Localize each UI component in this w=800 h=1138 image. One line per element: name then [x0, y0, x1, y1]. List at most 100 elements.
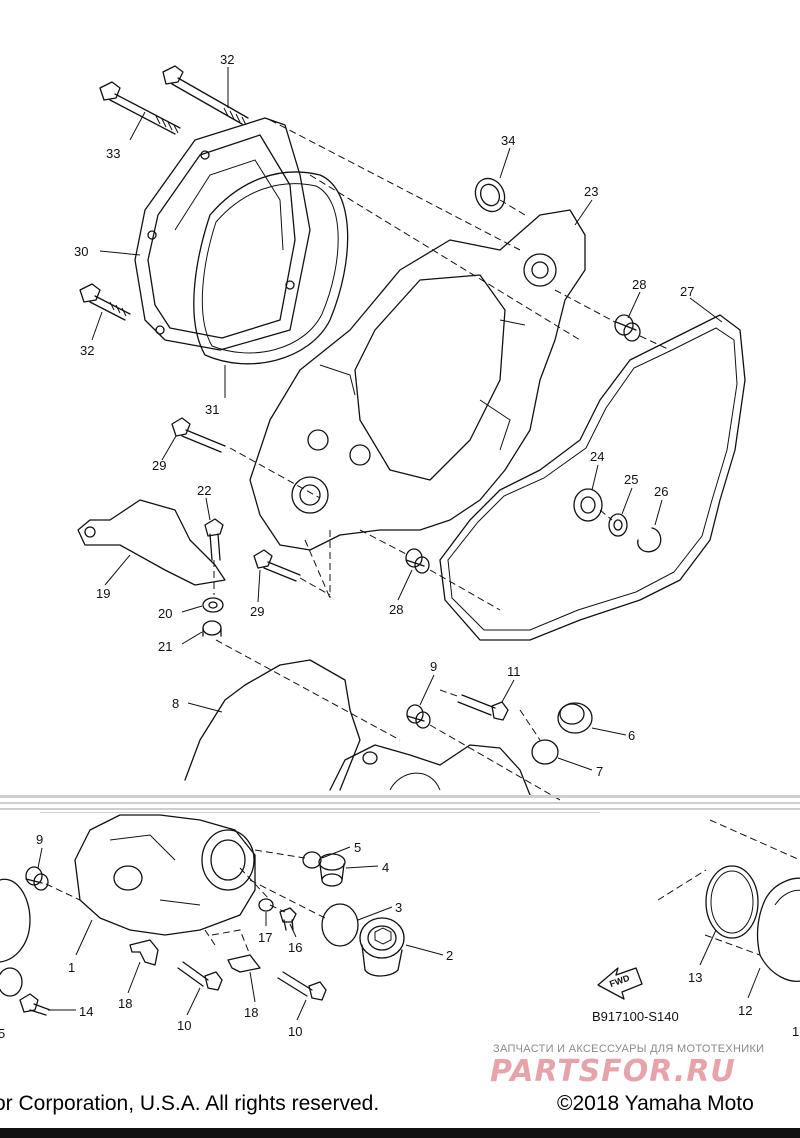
- watermark-logo: PARTSFOR.RU: [490, 1054, 736, 1089]
- circlip-26: [637, 527, 662, 553]
- callout-label: 2: [446, 948, 453, 963]
- o-ring-5: [302, 851, 322, 869]
- guard-19: [77, 499, 226, 586]
- callout-label: 25: [624, 472, 638, 487]
- callout-labels: 32 33 30 32 31 34 23 28 27 29 22 19 20 2…: [0, 52, 799, 1041]
- gasket-27-inner: [447, 327, 738, 631]
- collar-21: [202, 620, 222, 637]
- copyright-left: or Corporation, U.S.A. All rights reserv…: [0, 1092, 380, 1115]
- callout-label: 16: [288, 940, 302, 955]
- bolt-29-upper: [171, 417, 226, 453]
- callout-label: 10: [288, 1024, 302, 1039]
- cap-6: [557, 702, 593, 734]
- callout-label: 14: [79, 1004, 93, 1019]
- bolt-14: [19, 993, 51, 1016]
- o-ring-7: [531, 739, 559, 765]
- callout-label: 5: [0, 1026, 5, 1041]
- bolt-10-right: [277, 971, 327, 1001]
- copyright-right: ©2018 Yamaha Moto: [557, 1092, 754, 1115]
- leader-lines: [37, 67, 761, 1021]
- gasket-31-inner: [201, 183, 339, 354]
- gasket-8: [184, 659, 361, 791]
- callout-label: 29: [152, 458, 166, 473]
- callout-label: 3: [395, 900, 402, 915]
- bolt-29-lower: [253, 549, 301, 582]
- scan-noise-band: [0, 795, 800, 813]
- callout-label: 1: [68, 960, 75, 975]
- dowel-28-upper: [614, 314, 641, 342]
- callout-label: 8: [172, 696, 179, 711]
- callout-label: 12: [738, 1003, 752, 1018]
- callout-label: 18: [118, 996, 132, 1011]
- diagram-code: B917100-S140: [592, 1009, 679, 1024]
- reference-lines-top: [213, 119, 671, 801]
- crankcase-cover-1: [74, 814, 256, 936]
- callout-label: 20: [158, 606, 172, 621]
- crankcase-cover-23: [249, 209, 586, 551]
- bolt-16: [279, 907, 297, 931]
- callout-label: 30: [74, 244, 88, 259]
- cover-12: [756, 877, 800, 982]
- dowel-28-lower: [405, 548, 430, 574]
- washer-17: [258, 898, 274, 912]
- reference-lines-bottom: [45, 819, 800, 956]
- gasket-partial-left: [0, 967, 23, 997]
- callout-label: 33: [106, 146, 120, 161]
- callout-label: 19: [96, 586, 110, 601]
- callout-label: 28: [632, 277, 646, 292]
- bolt-33: [99, 81, 181, 135]
- callout-label: 31: [205, 402, 219, 417]
- guard-19-hole: [84, 526, 96, 538]
- callout-label: 26: [654, 484, 668, 499]
- callout-label: 34: [501, 133, 515, 148]
- o-ring-13: [705, 865, 759, 939]
- callout-label: 5: [354, 840, 361, 855]
- bolt-10-left: [177, 961, 223, 991]
- washer-20: [202, 597, 224, 613]
- fwd-arrow: FWD: [597, 967, 643, 1000]
- callout-label: 29: [250, 604, 264, 619]
- clutch-cover-30: [134, 117, 311, 351]
- dowel-9-upper: [406, 704, 431, 729]
- cover-partial-left: [0, 878, 31, 963]
- callout-label: 7: [596, 764, 603, 779]
- bearing-24: [573, 488, 603, 522]
- watermark-tagline: ЗАПЧАСТИ И АКСЕССУАРЫ ДЛЯ МОТОТЕХНИКИ: [493, 1043, 765, 1055]
- callout-label: 9: [430, 659, 437, 674]
- callout-label: 32: [80, 343, 94, 358]
- callout-label: 18: [244, 1005, 258, 1020]
- dowel-9-lower: [25, 866, 49, 891]
- bolt-11: [457, 694, 509, 721]
- pump-housing-partial: [329, 744, 531, 796]
- callout-label: 10: [177, 1018, 191, 1033]
- o-ring-3: [321, 903, 359, 947]
- bolt-22: [204, 518, 224, 561]
- callout-label: 1: [792, 1024, 799, 1039]
- bolt-32-top: [162, 65, 249, 126]
- callout-label: 24: [590, 449, 604, 464]
- callout-label: 28: [389, 602, 403, 617]
- bottom-border: [0, 1128, 800, 1138]
- fwd-label: FWD: [608, 973, 631, 990]
- callout-label: 17: [258, 930, 272, 945]
- bolt-32-left: [79, 283, 131, 321]
- washer-25: [608, 513, 628, 537]
- callout-label: 22: [197, 483, 211, 498]
- plug-2: [359, 917, 405, 977]
- callout-label: 23: [584, 184, 598, 199]
- callout-label: 32: [220, 52, 234, 67]
- callout-label: 6: [628, 728, 635, 743]
- callout-label: 27: [680, 284, 694, 299]
- bracket-18-right: [227, 954, 261, 973]
- o-ring-13-inner: [710, 870, 754, 934]
- gasket-31: [193, 171, 349, 365]
- callout-label: 13: [688, 970, 702, 985]
- callout-label: 21: [158, 639, 172, 654]
- gasket-27: [439, 314, 746, 641]
- bracket-18-left: [129, 939, 159, 966]
- plug-4: [318, 853, 346, 887]
- oil-seal-34: [474, 177, 506, 213]
- callout-label: 9: [36, 832, 43, 847]
- callout-label: 11: [507, 664, 521, 679]
